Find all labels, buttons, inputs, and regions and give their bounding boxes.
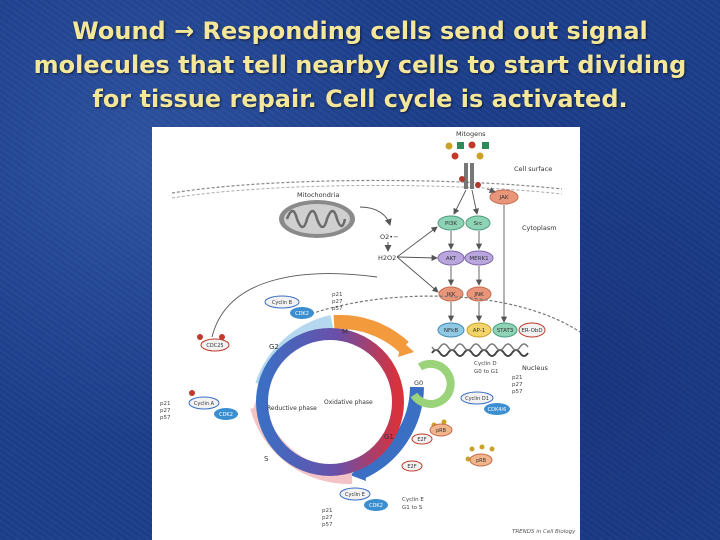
svg-text:STAT3: STAT3 bbox=[497, 328, 514, 334]
svg-text:p27: p27 bbox=[512, 382, 523, 388]
phase-s: S bbox=[264, 455, 269, 463]
ap1-node: AP-1 bbox=[466, 322, 492, 338]
prb-complex-2: pRB bbox=[465, 444, 495, 467]
svg-text:p21: p21 bbox=[160, 401, 171, 407]
phase-g1: G1 bbox=[384, 433, 394, 441]
receptor bbox=[459, 163, 481, 189]
phase-g2: G2 bbox=[269, 343, 279, 351]
svg-text:Cyclin E: Cyclin E bbox=[345, 492, 365, 498]
redox-ring bbox=[256, 328, 404, 476]
cyclin-a-complex: Cyclin A CDK2 bbox=[188, 390, 238, 420]
oxidative-phase-label: Oxidative phase bbox=[324, 399, 373, 406]
inhibitors-near-cyclin-b: p21 p27 p57 bbox=[332, 292, 343, 312]
svg-text:Cyclin B: Cyclin B bbox=[272, 300, 293, 306]
svg-text:CDK2: CDK2 bbox=[295, 311, 309, 317]
superoxide-label: O2•− bbox=[380, 233, 399, 241]
svg-text:JNK: JNK bbox=[473, 292, 484, 298]
svg-text:CDK2: CDK2 bbox=[219, 412, 233, 418]
figure-credit: TRENDS in Cell Biology bbox=[512, 529, 576, 535]
svg-text:p21: p21 bbox=[322, 508, 333, 514]
nuclear-membrane bbox=[301, 295, 580, 333]
svg-text:ER-ObD: ER-ObD bbox=[521, 328, 542, 334]
cdc25-node: CDC25 bbox=[197, 334, 230, 352]
inhibitors-near-cyclin-e: p21 p27 p57 bbox=[322, 508, 333, 528]
svg-text:E2F: E2F bbox=[417, 437, 426, 443]
svg-text:IKK: IKK bbox=[447, 292, 456, 298]
pi3k-node: PI3K bbox=[437, 215, 465, 231]
cyclin-e-complex: Cyclin E CDK2 bbox=[339, 487, 388, 511]
nucleus-label: Nucleus bbox=[522, 364, 548, 372]
cell-membrane bbox=[171, 179, 563, 194]
svg-text:Cyclin A: Cyclin A bbox=[194, 401, 215, 407]
svg-text:AP-1: AP-1 bbox=[473, 328, 485, 334]
svg-text:Cyclin D1: Cyclin D1 bbox=[465, 396, 489, 402]
dna-strand bbox=[431, 349, 529, 357]
cyclin-d1-complex: Cyclin D1 CDK4/6 bbox=[460, 391, 510, 415]
svg-text:NFkB: NFkB bbox=[444, 328, 458, 334]
merk1-node: MERK1 bbox=[464, 250, 494, 266]
cell-cycle-figure: Cell surface Mitogens Mitochondria O2•− … bbox=[152, 127, 580, 540]
mitochondria-label: Mitochondria bbox=[297, 191, 339, 199]
m-phase-arc bbox=[333, 314, 409, 353]
title-line-2: molecules that tell nearby cells to star… bbox=[33, 51, 687, 79]
svg-text:PI3K: PI3K bbox=[445, 221, 457, 227]
src-node: Src bbox=[465, 215, 491, 231]
ikk-node: IKK bbox=[438, 286, 464, 302]
inhibitors-near-cyclin-a: p21 p27 p57 bbox=[160, 401, 171, 421]
cytoplasm-label: Cytoplasm bbox=[522, 224, 557, 232]
jnk-node: JNK bbox=[466, 286, 492, 302]
title-line-3: for tissue repair. Cell cycle is activat… bbox=[92, 85, 628, 113]
g0-phase: G0 bbox=[410, 359, 455, 408]
svg-text:p27: p27 bbox=[160, 408, 171, 414]
akt-node: AKT bbox=[437, 250, 465, 266]
svg-text:G0: G0 bbox=[414, 379, 423, 387]
svg-text:p21: p21 bbox=[332, 292, 343, 298]
svg-text:Src: Src bbox=[474, 221, 483, 227]
signal-arrows bbox=[396, 187, 508, 323]
er-obd-node: ER-ObD bbox=[518, 322, 546, 338]
cyclin-e-note-2: G1 to S bbox=[402, 505, 423, 511]
svg-text:E2F: E2F bbox=[407, 464, 416, 470]
svg-text:p57: p57 bbox=[332, 306, 343, 312]
nfkb-node: NFkB bbox=[437, 322, 465, 338]
svg-text:p27: p27 bbox=[332, 299, 343, 305]
svg-text:p57: p57 bbox=[160, 415, 171, 421]
e2f-node-2: E2F bbox=[401, 460, 423, 472]
title-line-1: Wound → Responding cells send out signal bbox=[72, 17, 648, 45]
svg-text:p27: p27 bbox=[322, 515, 333, 521]
svg-text:pRB: pRB bbox=[436, 428, 447, 434]
h2o2-label: H2O2 bbox=[378, 254, 396, 262]
cell-cycle-diagram: Cell surface Mitogens Mitochondria O2•− … bbox=[160, 130, 580, 535]
phase-m: M bbox=[342, 328, 348, 336]
svg-text:p57: p57 bbox=[322, 522, 333, 528]
cyclin-d-note-2: G0 to G1 bbox=[474, 369, 499, 375]
svg-text:pRB: pRB bbox=[476, 458, 487, 464]
inhibitors-near-cyclin-d1: p21 p27 p57 bbox=[512, 375, 523, 395]
svg-text:CDK2: CDK2 bbox=[369, 503, 383, 509]
mitochondria-icon bbox=[279, 200, 355, 238]
reductive-phase-label: Reductive phase bbox=[267, 405, 317, 412]
svg-text:MERK1: MERK1 bbox=[469, 256, 488, 262]
svg-text:CDC25: CDC25 bbox=[206, 343, 223, 349]
mitogen-molecules bbox=[445, 141, 489, 160]
mitogens-label: Mitogens bbox=[456, 130, 486, 138]
prb-e2f-complex-1: pRB E2F bbox=[411, 419, 453, 445]
cyclin-b-complex: Cyclin B CDK2 bbox=[264, 295, 314, 319]
cyclin-e-note-1: Cyclin E bbox=[402, 497, 424, 503]
stat3-node: STAT3 bbox=[492, 322, 518, 338]
svg-text:AKT: AKT bbox=[446, 256, 457, 262]
svg-text:p21: p21 bbox=[512, 375, 523, 381]
svg-text:JAK: JAK bbox=[499, 195, 509, 201]
svg-text:CDK4/6: CDK4/6 bbox=[488, 407, 507, 413]
slide-title: Wound → Responding cells send out signal… bbox=[10, 14, 710, 116]
jak-node: JAK bbox=[489, 189, 519, 205]
svg-text:p57: p57 bbox=[512, 389, 523, 395]
cyclin-d-note-1: Cyclin D bbox=[474, 361, 497, 367]
cell-surface-label: Cell surface bbox=[514, 165, 552, 173]
